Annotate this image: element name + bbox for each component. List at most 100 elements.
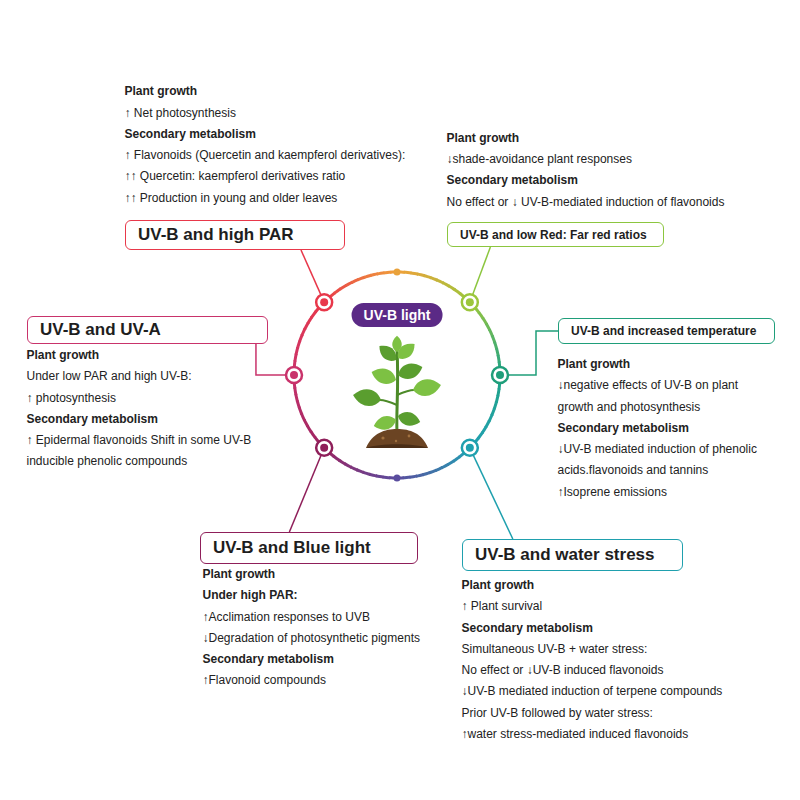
soil-grain: [395, 440, 397, 442]
ring-segment: [345, 464, 352, 468]
dot-inner: [466, 444, 474, 452]
ring-dot: [394, 475, 401, 482]
ring-segment: [409, 476, 417, 477]
ring-segment: [435, 467, 442, 470]
ring-segment: [364, 275, 371, 277]
ring-segment: [423, 473, 430, 475]
ring-segment: [496, 348, 498, 356]
effect-text: ↑↑ Production in young and older leaves: [125, 188, 406, 209]
effect-text: ↑ Epidermal flavonoids Shift in some UV-…: [27, 430, 267, 473]
ring-segment: [299, 407, 302, 414]
dot-outer: [492, 367, 508, 383]
factor-box: UV-B and water stressPlant growth↑ Plant…: [462, 539, 683, 571]
factor-box: UV-B and low Red: Far red ratiosPlant gr…: [447, 222, 664, 247]
heading-text: UV-B and increased temperature: [571, 324, 756, 338]
ring-segment: [357, 470, 364, 473]
ring-segment: [443, 283, 450, 287]
ring-segment: [478, 432, 483, 438]
ring-segment: [498, 388, 499, 396]
ring-segment: [449, 286, 456, 290]
ring-segment: [482, 427, 486, 434]
ring-segment: [453, 457, 459, 462]
ring-segment: [494, 402, 496, 409]
effect-text: ↑ photosynthesis: [27, 388, 267, 409]
heading-text: UV-B and Blue light: [213, 538, 371, 558]
ring-segment: [340, 285, 347, 289]
dot-outer: [316, 440, 332, 456]
ring-dot: [462, 294, 478, 310]
effect-text: ↑ Plant survival: [462, 596, 723, 617]
ring-segment: [350, 467, 357, 470]
body-text-group: Plant growth↑ Net photosynthesisSecondar…: [125, 81, 406, 209]
factor-box: UV-B and UV-APlant growthUnder low PAR a…: [27, 316, 268, 344]
ring-dot: [286, 367, 302, 383]
effect-text: ↑Acclimation responses to UVB: [203, 607, 420, 628]
ring-segment: [454, 289, 460, 294]
ring-segment: [486, 421, 490, 428]
soil-grain: [408, 435, 411, 438]
effect-text: No effect or ↓UV-B induced flavonoids: [462, 660, 723, 681]
ring-segment: [424, 276, 431, 278]
ring-segment: [377, 273, 385, 274]
ring-segment: [417, 274, 425, 276]
section-heading: Secondary metabolism: [203, 649, 420, 670]
ring-segment: [495, 342, 497, 349]
effect-text: ↓shade-avoidance plant responses: [447, 149, 725, 170]
plant-leaf: [394, 339, 419, 363]
effect-text: ↓UV-B mediated induction of phenolic aci…: [558, 439, 773, 482]
effect-text: ↑Flavonoid compounds: [203, 670, 420, 691]
ring-segment: [311, 311, 316, 317]
dot-outer: [462, 440, 478, 456]
dot-inner: [466, 298, 474, 306]
ring-segment: [296, 394, 298, 402]
ring-segment: [384, 271, 392, 275]
dot-outer: [394, 269, 401, 276]
dot-inner: [290, 371, 298, 379]
section-heading: Under high PAR:: [203, 585, 420, 606]
heading-text: UV-B and UV-A: [40, 320, 161, 340]
ring-segment: [448, 461, 455, 465]
ring-segment: [363, 472, 370, 474]
plant-leaf: [396, 410, 422, 429]
ring-segment: [305, 323, 309, 330]
ring-segment: [358, 277, 365, 280]
ring-segment: [489, 329, 492, 336]
section-heading: Secondary metabolism: [558, 418, 773, 439]
ring-segment: [301, 413, 304, 420]
section-heading: Secondary metabolism: [125, 124, 406, 145]
effect-text: ↑Isoprene emissions: [558, 482, 773, 503]
dot-inner: [496, 371, 504, 379]
ring-segment: [492, 408, 495, 415]
section-heading: Secondary metabolism: [27, 409, 267, 430]
body-text-group: Plant growth↓shade-avoidance plant respo…: [447, 128, 725, 213]
factor-box: UV-B and increased temperaturePlant grow…: [558, 318, 775, 344]
soil-mound: [366, 429, 428, 448]
ring-segment: [296, 347, 298, 355]
dot-outer: [462, 294, 478, 310]
plant-leaf: [369, 365, 398, 387]
ring-segment: [479, 312, 484, 318]
ring-segment: [489, 414, 492, 421]
plant-leaf: [396, 360, 425, 382]
effect-text: ↓UV-B mediated induction of terpene comp…: [462, 681, 723, 702]
dot-inner: [320, 298, 328, 306]
ring-segment: [416, 474, 424, 476]
hub-ring: UV-B light: [291, 269, 503, 481]
section-heading: Plant growth: [27, 345, 267, 366]
center-label: UV-B light: [352, 303, 443, 327]
ring-segment: [410, 273, 418, 274]
soil-shadow: [366, 444, 428, 448]
ring-segment: [297, 401, 299, 408]
dot-inner: [320, 444, 328, 452]
ring-segment: [429, 470, 436, 473]
dot-outer: [316, 294, 332, 310]
section-heading: Secondary metabolism: [447, 170, 725, 191]
ring-segment: [302, 328, 305, 335]
ring-segment: [492, 336, 495, 343]
section-heading: Secondary metabolism: [462, 618, 723, 639]
ring-segment: [486, 324, 490, 331]
effect-text: ↑↑ Quercetin: kaempferol derivatives rat…: [125, 166, 406, 187]
ring-segment: [483, 318, 487, 325]
ring-segment: [376, 476, 384, 477]
